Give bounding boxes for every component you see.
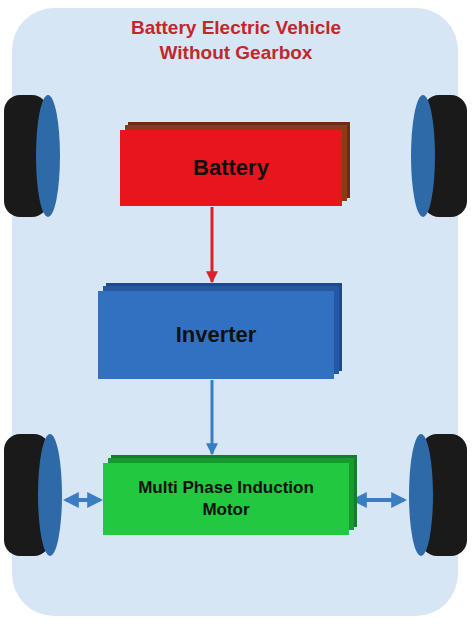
wheel [409,434,467,556]
wheel [4,434,62,556]
motor-box: Multi Phase Induction Motor [103,463,349,535]
node-label: Battery [193,154,269,183]
diagram-title: Battery Electric Vehicle Without Gearbox [105,16,367,65]
vehicle-body [12,8,458,616]
drive-shaft-arrow [66,498,100,502]
flow-arrow [211,380,214,454]
inverter-box: Inverter [98,291,334,379]
node-label: Multi Phase Induction Motor [136,477,316,521]
wheel [411,95,467,217]
drive-shaft-arrow [354,498,404,502]
node-label: Inverter [176,321,257,350]
title-block: Battery Electric Vehicle Without Gearbox [0,16,472,65]
wheel [4,95,60,217]
battery-box: Battery [120,130,342,206]
flow-arrow [211,207,214,282]
